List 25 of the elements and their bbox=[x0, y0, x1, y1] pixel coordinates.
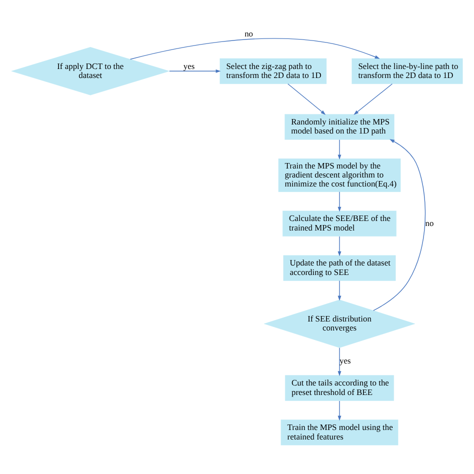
arrow bbox=[130, 38, 380, 60]
node-box: Select the zig-zag path to transform the 2D data to 1D bbox=[220, 58, 327, 84]
edge-label: yes bbox=[340, 355, 351, 366]
arrow bbox=[338, 236, 342, 256]
arrow bbox=[338, 347, 342, 376]
arrow bbox=[338, 400, 342, 420]
edge-label: no bbox=[244, 28, 254, 38]
arrow bbox=[338, 280, 342, 300]
node-box: Select the line-by-line path to transform the 2D data to 1D bbox=[352, 58, 463, 84]
node-box: Update the path of the dataset according to SEE bbox=[283, 254, 396, 280]
node-diamond: If apply DCT to the dataset bbox=[11, 46, 170, 95]
node-box: Train the MPS model by the gradient descent algorithm to minimize the cost function(Eq.4) bbox=[278, 158, 401, 192]
node-diamond: If SEE distribution converges bbox=[264, 299, 416, 348]
edge-label: yes bbox=[183, 60, 195, 70]
node-box: Calculate the SEE/BEE of the trained MPS model bbox=[282, 210, 396, 236]
arrow bbox=[354, 83, 393, 114]
arrow bbox=[169, 68, 221, 72]
arrow bbox=[338, 138, 342, 160]
arrow bbox=[338, 190, 342, 212]
arrow bbox=[288, 83, 326, 114]
arrow bbox=[373, 138, 426, 310]
node-box: Train the MPS model using the retained features bbox=[280, 419, 398, 445]
node-box: Randomly initialize the MPS model based on the 1D path bbox=[284, 114, 394, 140]
node-box: Cut the tails according to the preset threshold of BEE bbox=[285, 374, 394, 400]
edge-label: no bbox=[425, 217, 434, 228]
